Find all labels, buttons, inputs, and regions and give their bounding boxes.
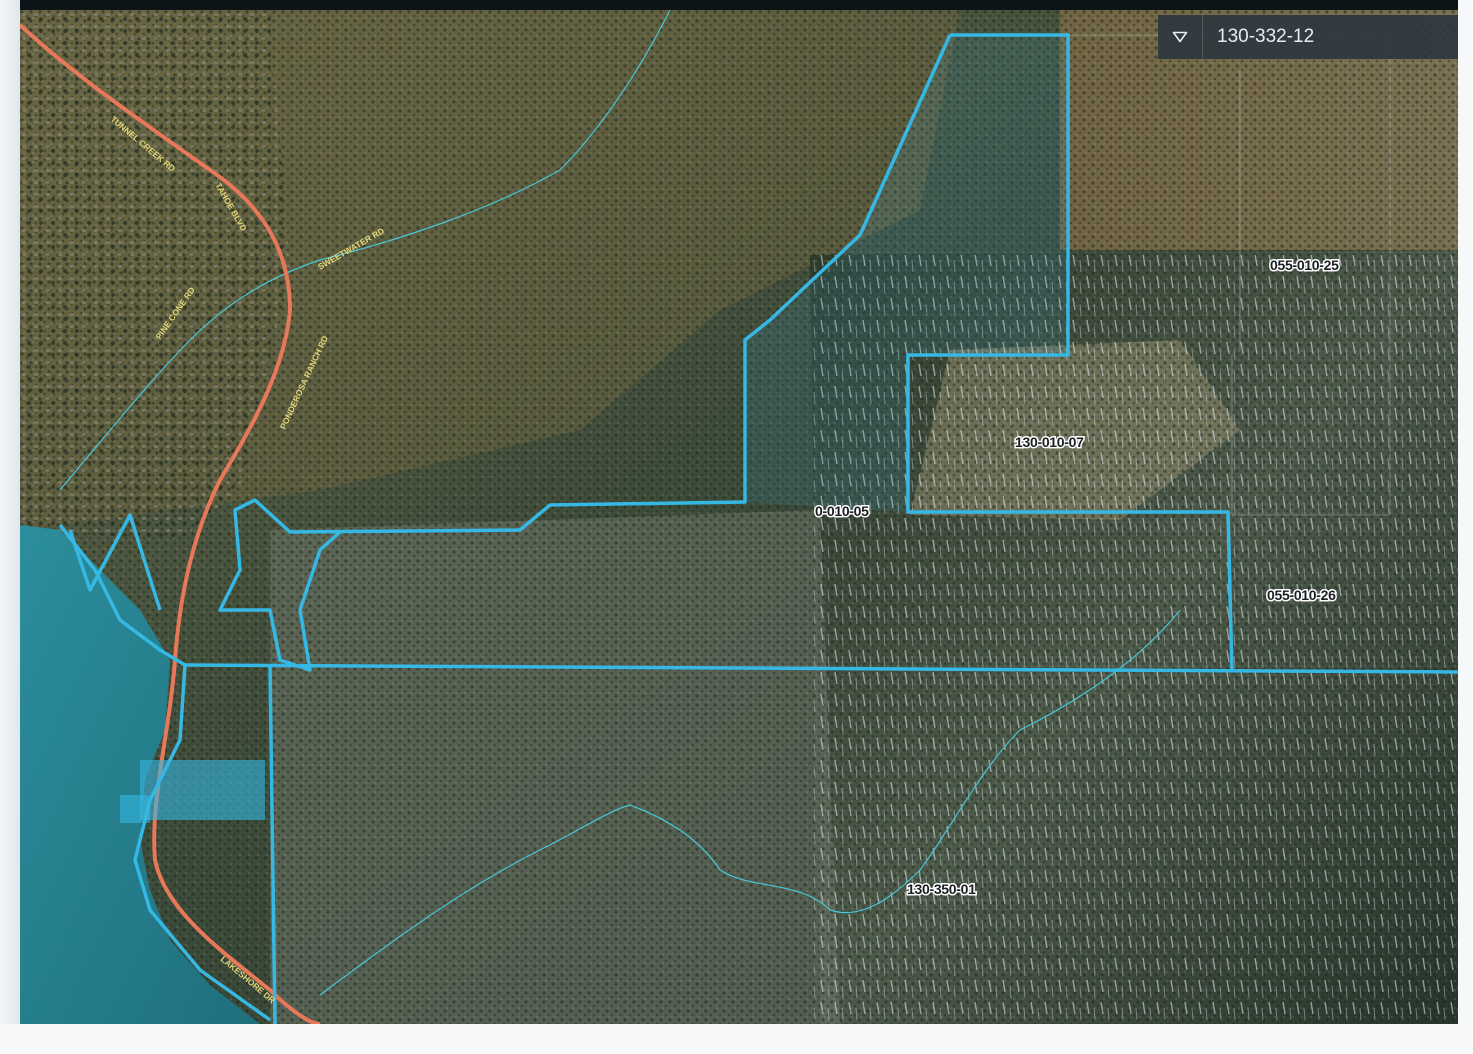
residential-area (20, 10, 290, 540)
snow-texture (810, 255, 1458, 1024)
map-canvas[interactable]: 055-010-25 130-010-07 0-010-05 055-010-2… (20, 10, 1458, 1024)
parcel-label-1: 055-010-25 (1270, 257, 1339, 273)
page-edge-left (0, 0, 20, 1054)
parcel-fill-selected (745, 35, 1068, 512)
parcel-block-town (140, 760, 265, 820)
parcel-label-2: 130-010-07 (1015, 434, 1084, 450)
highway-route (20, 23, 321, 1024)
parcel-selector-value: 130-332-12 (1217, 26, 1315, 47)
page-edge-right (1458, 0, 1473, 1054)
parcel-selector[interactable]: 130-332-12 (1158, 15, 1458, 59)
parcel-line-midline (184, 663, 1458, 674)
parcel-label-4: 055-010-26 (1267, 587, 1336, 603)
parcel-block-shore (120, 795, 150, 823)
parcel-lots-shore (68, 513, 162, 611)
page-edge-bottom (0, 1024, 1473, 1054)
parcel-line-west (268, 664, 277, 1024)
parcel-selector-toggle[interactable] (1158, 15, 1203, 59)
map-viewport[interactable]: 055-010-25 130-010-07 0-010-05 055-010-2… (20, 10, 1458, 1024)
parcel-outline-shore (58, 523, 272, 1022)
parcel-outline-north (218, 34, 952, 672)
chevron-down-icon (1172, 31, 1188, 43)
parcel-label-3: 0-010-05 (815, 503, 869, 519)
parcel-label-5: 130-350-01 (907, 881, 976, 897)
stream-north (59, 10, 671, 491)
stream-south (319, 609, 1181, 996)
